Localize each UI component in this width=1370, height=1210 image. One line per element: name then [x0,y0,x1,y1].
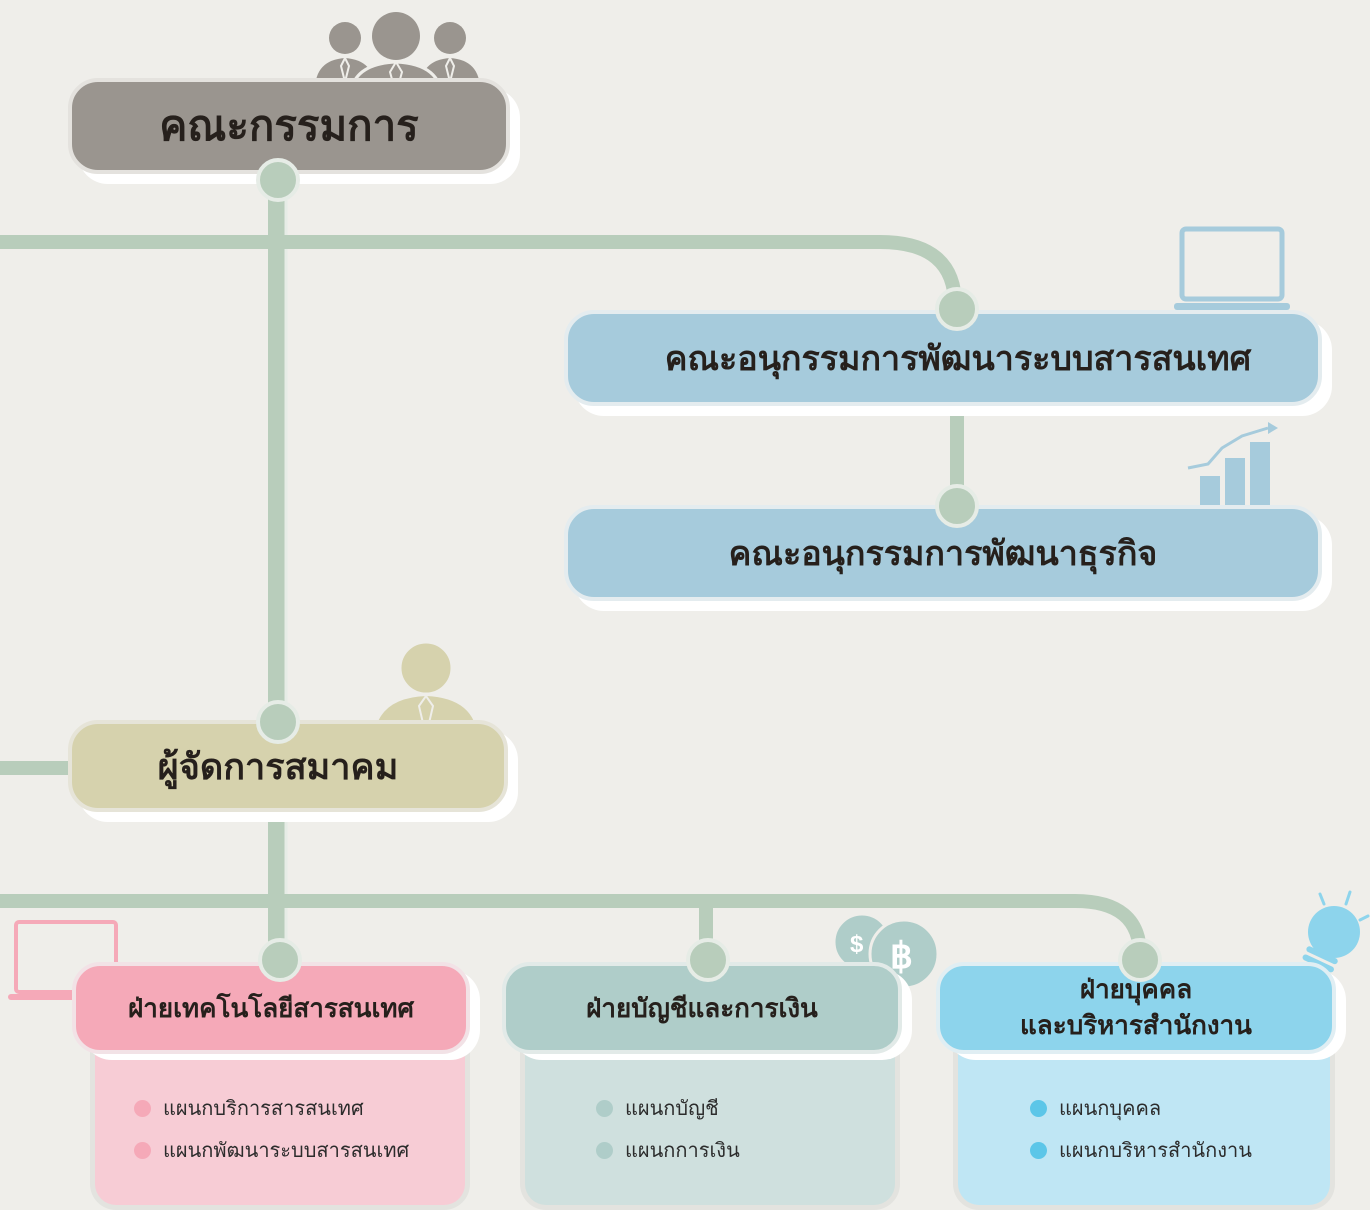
subcommittee-is-label: คณะอนุกรรมการพัฒนาระบบสารสนเทศ [664,339,1252,379]
bullet-dot [596,1141,613,1159]
hr-department-label-line2: และบริหารสำนักงาน [1020,1011,1252,1041]
board-box: คณะกรรมการ [68,78,510,174]
accounting-panel [520,1040,900,1210]
it-node [258,938,302,982]
list-item: แผนกบุคคล [1030,1092,1161,1124]
bullet-dot [134,1141,151,1159]
list-item: แผนกการเงิน [596,1134,740,1166]
bullet-dot [1030,1141,1047,1159]
it-item-2: แผนกพัฒนาระบบสารสนเทศ [163,1138,410,1162]
it-item-1: แผนกบริการสารสนเทศ [163,1096,364,1120]
baht-symbol: ฿ [890,935,913,976]
manager-label: ผู้จัดการสมาคม [157,746,399,788]
subcommittee-business-node [935,484,979,528]
subcommittee-business-label: คณะอนุกรรมการพัฒนาธุรกิจ [728,534,1158,574]
dollar-symbol: $ [850,931,864,958]
it-department-label: ฝ่ายเทคโนโลยีสารสนเทศ [128,993,414,1024]
hr-item-2: แผนกบริหารสำนักงาน [1059,1138,1252,1162]
manager-node [256,700,300,744]
list-item: แผนกบริหารสำนักงาน [1030,1134,1252,1166]
list-item: แผนกบริการสารสนเทศ [134,1092,364,1124]
manager-box: ผู้จัดการสมาคม [68,720,508,812]
board-node [256,158,300,202]
subcommittee-is-box: คณะอนุกรรมการพัฒนาระบบสารสนเทศ [564,310,1322,406]
accounting-item-1: แผนกบัญชี [625,1096,719,1120]
bullet-dot [1030,1099,1047,1117]
subcommittee-is-node [935,287,979,331]
hr-panel [953,1040,1335,1210]
hr-item-1: แผนกบุคคล [1059,1096,1162,1120]
board-label: คณะกรรมการ [159,101,419,150]
hr-node [1118,938,1162,982]
accounting-department-label: ฝ่ายบัญชีและการเงิน [586,993,818,1024]
accounting-node [686,938,730,982]
laptop-icon [1172,226,1292,314]
accounting-item-2: แผนกการเงิน [625,1138,740,1162]
list-item: แผนกบัญชี [596,1092,719,1124]
list-item: แผนกพัฒนาระบบสารสนเทศ [134,1134,409,1166]
it-panel [90,1040,470,1210]
bullet-dot [134,1099,151,1117]
bullet-dot [596,1099,613,1117]
